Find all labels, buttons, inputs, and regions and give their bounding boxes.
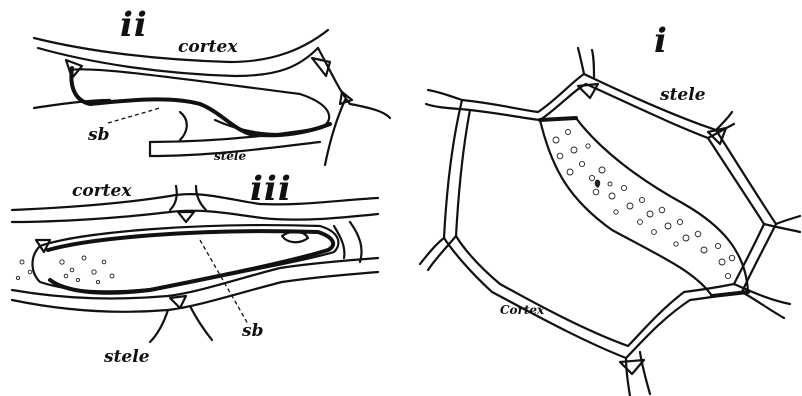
panel-i-cell-wall-outer [444, 74, 776, 358]
panel-iii-lower-wall-outer [12, 258, 378, 298]
panel-ii-numeral: ii [120, 5, 148, 45]
panel-i-band-edge-lower [576, 118, 748, 292]
panel-i-wall-stub-tr [708, 112, 734, 138]
panel-iii-cortex-label: cortex [72, 181, 132, 201]
panel-i-wall-stub-top [578, 48, 594, 78]
panel-i-triangle-top [578, 84, 598, 98]
panel-i-stipple [553, 130, 735, 279]
panel-ii-sb-leader [108, 108, 160, 123]
panel-iii-casparian-band [48, 231, 333, 293]
panel-i-speck [595, 180, 600, 188]
panel-i-wall-stub-bottom [626, 352, 650, 396]
panel-ii-sb-label: sb [87, 125, 109, 145]
panel-i-wall-stub-l [420, 236, 456, 270]
panel-ii-casparian-band [71, 68, 330, 135]
panel-iii-sb-leader [200, 240, 248, 324]
panel-iii-numeral: iii [250, 169, 292, 209]
panel-ii: ii cortex sb stele [34, 5, 390, 165]
panel-i-stele-label: stele [659, 85, 706, 105]
panel-iii-sb-label: sb [241, 321, 263, 341]
panel-iii-stipple [16, 256, 114, 284]
panel-i-band-edge-upper [540, 120, 712, 296]
panel-i-band-cap-bottom [712, 292, 748, 296]
panel-i-band-cap-top [540, 118, 576, 120]
panel-iii-triangle-bottom [170, 296, 186, 308]
panel-iii-stele-label: stele [103, 347, 150, 367]
panel-ii-fold [150, 112, 187, 156]
panel-iii-top-junction [170, 186, 206, 210]
panel-i-wall-stub-r [764, 216, 800, 232]
panel-ii-cortex-label: cortex [178, 37, 238, 57]
panel-i-triangle-bottom [620, 360, 644, 374]
panel-iii-triangle-top [178, 212, 194, 222]
panel-iii-upper-wall-outer [12, 194, 378, 210]
panel-ii-stele-label: stele [214, 149, 246, 163]
panel-i-numeral: i [654, 21, 668, 61]
panel-iii: iii cortex sb stele [12, 169, 378, 367]
panel-i: i stele Cortex [420, 21, 800, 396]
panel-i-cortex-label: Cortex [500, 303, 545, 317]
